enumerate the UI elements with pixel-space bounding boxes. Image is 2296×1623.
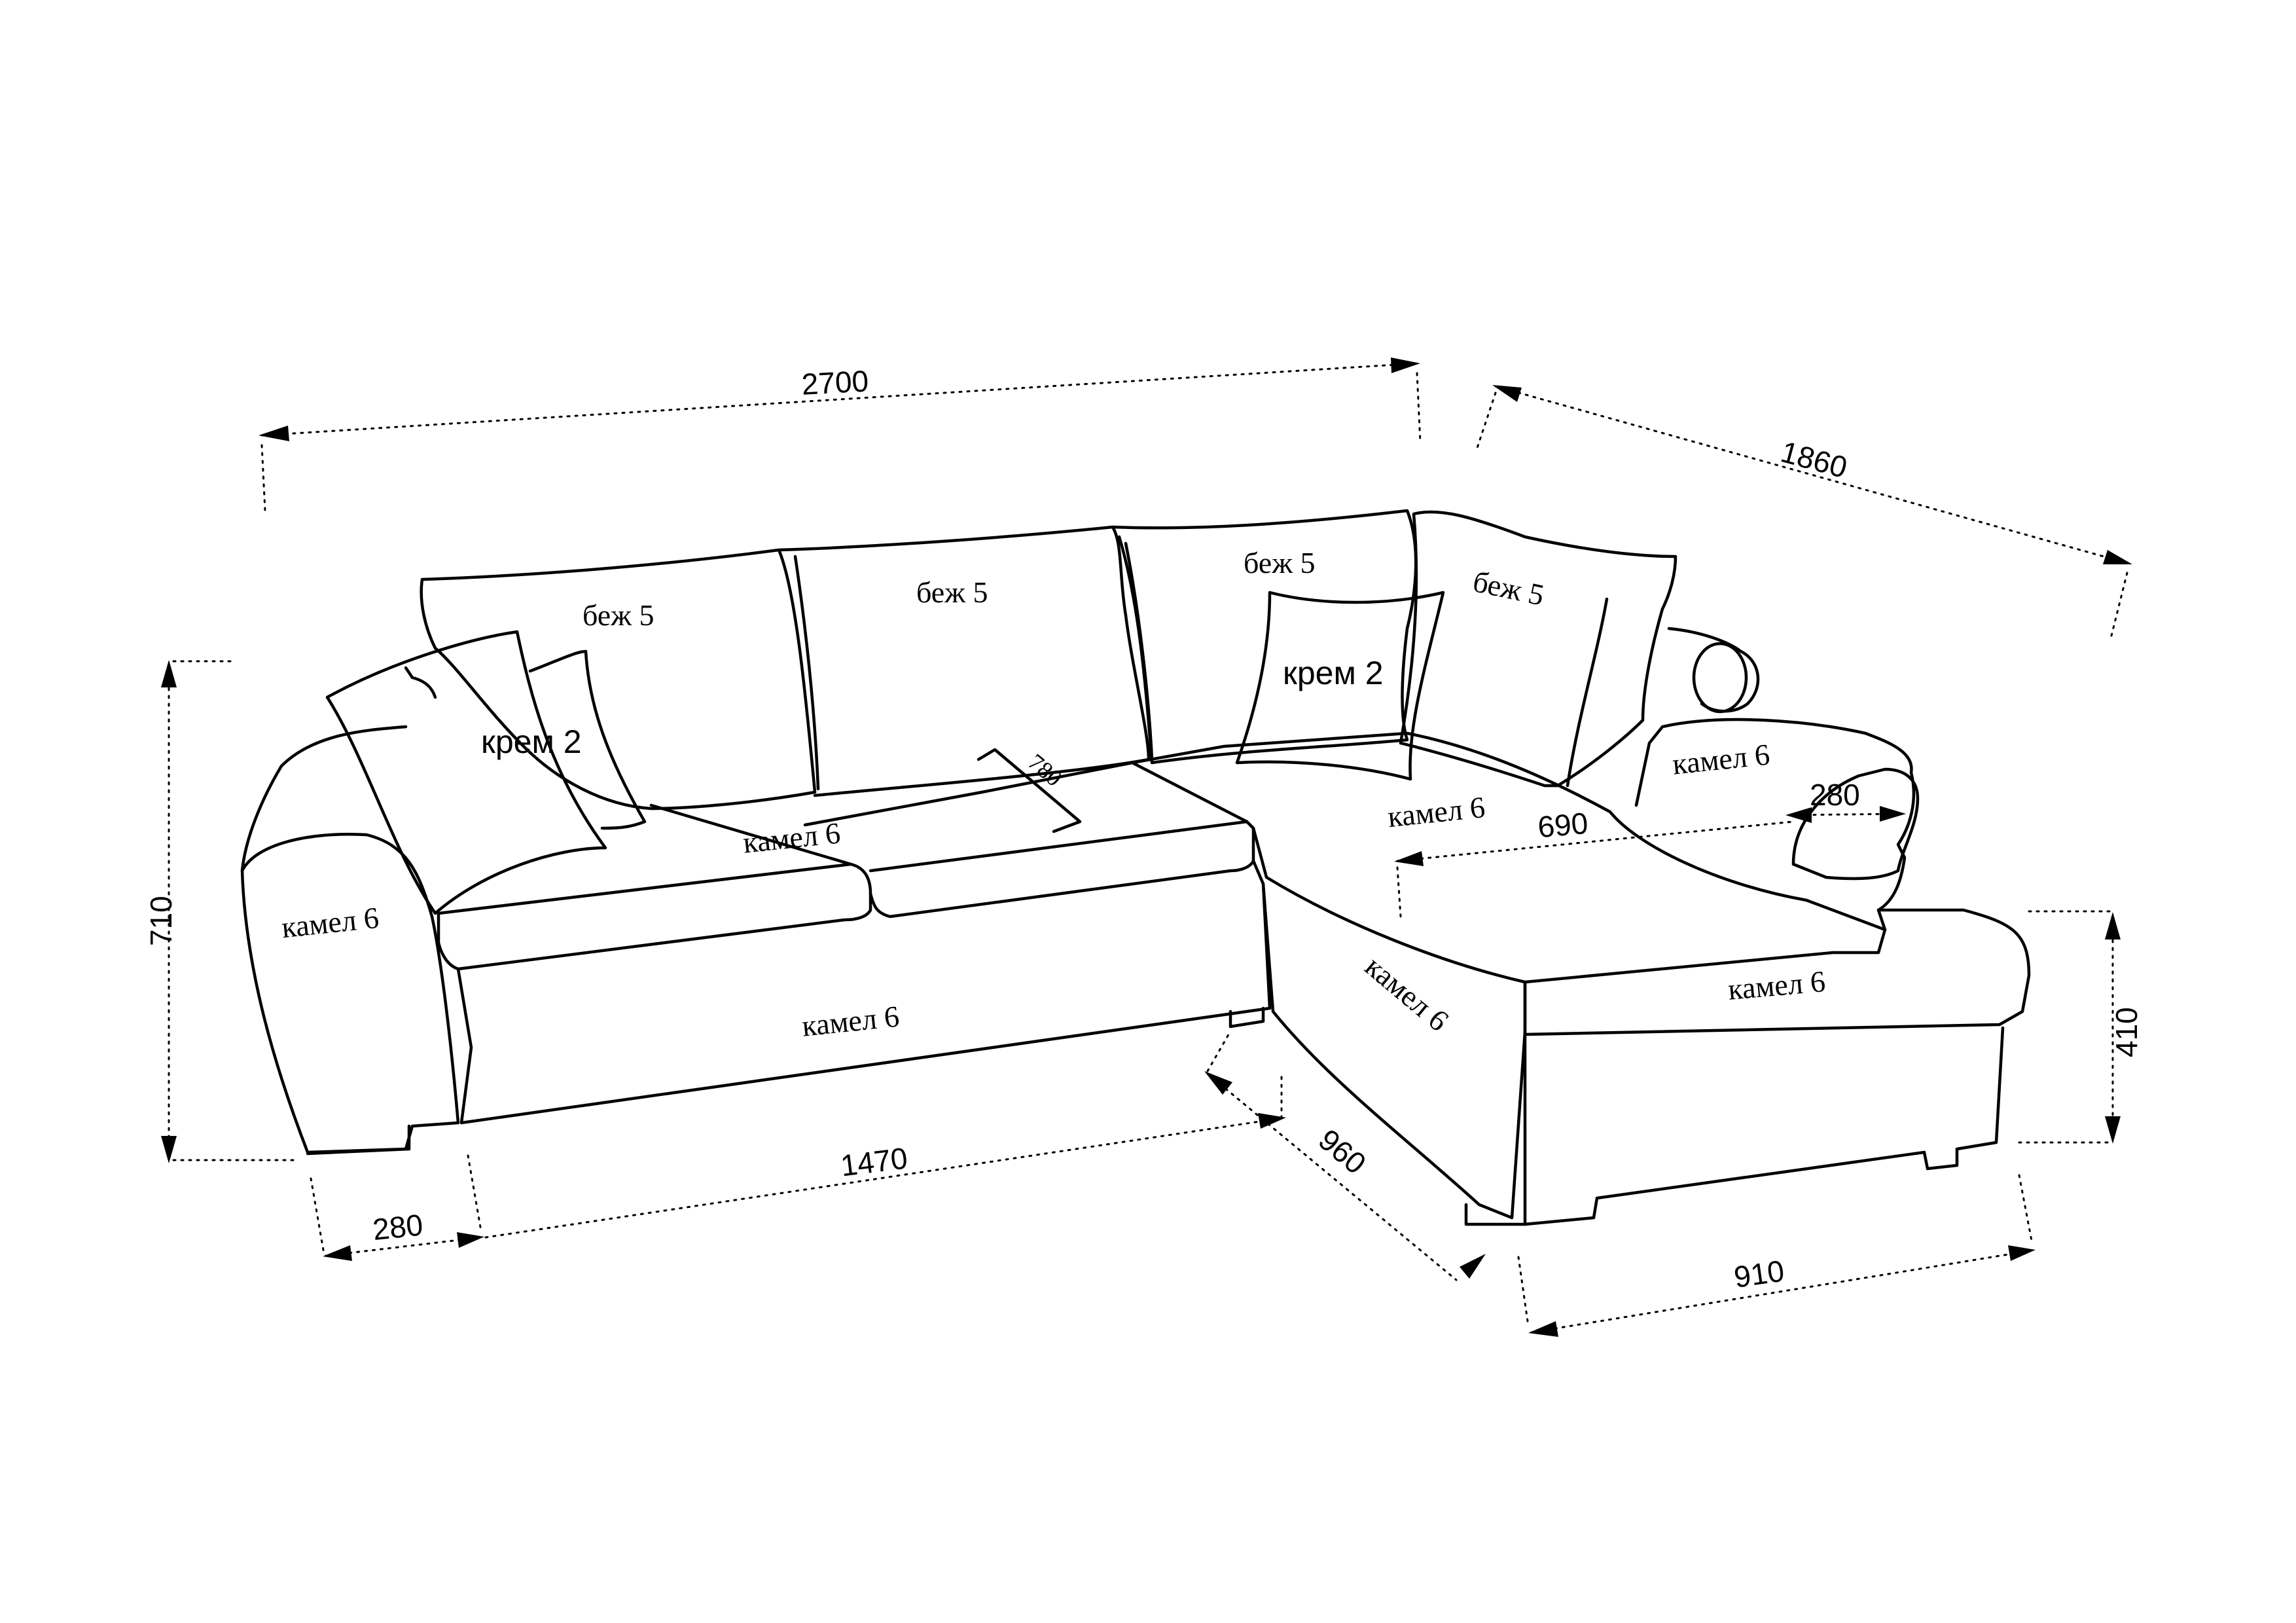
seat-middle	[869, 820, 1255, 919]
sofa-outline	[240, 509, 2031, 1226]
pillow-right	[1235, 591, 1445, 781]
label-pillow-right: крем 2	[1283, 655, 1384, 691]
dim-line-chaise-width	[1530, 1249, 2034, 1334]
dim-total-length: 2700	[800, 364, 869, 401]
front-base	[456, 859, 1272, 1125]
label-back-cushion-3: беж 5	[1244, 546, 1316, 579]
label-back-cushion-4: беж 5	[1470, 564, 1547, 612]
chaise-base	[1523, 1026, 2005, 1226]
dim-line-side-length	[1494, 385, 2128, 564]
dim-corner-depth: 960	[1312, 1122, 1372, 1180]
dimension-values: 2700 1860 710 280 1470 960 910 410 690 2…	[144, 364, 2144, 1294]
label-right-armrest: камел 6	[1671, 737, 1772, 780]
pillow-left	[325, 630, 607, 915]
dimension-lines	[161, 357, 2132, 1337]
dim-seat-cushion-depth: 780	[1023, 749, 1067, 792]
corner-seat	[1130, 731, 1887, 984]
dim-chaise-width: 910	[1732, 1254, 1786, 1294]
dim-arm-width-left: 280	[371, 1207, 425, 1247]
dim-line-chaise-seat-depth	[1396, 820, 1795, 862]
dim-seat-width: 1470	[839, 1140, 910, 1182]
back-cushion-4	[1399, 510, 1677, 788]
label-chaise-front: камел 6	[1727, 964, 1827, 1006]
label-corner-base-side: камел 6	[1359, 949, 1455, 1038]
label-back-cushion-2: беж 5	[916, 575, 988, 609]
dim-arm-width-right: 280	[1810, 778, 1860, 812]
corner-base-side	[1261, 882, 1527, 1220]
dim-height: 710	[144, 896, 178, 946]
back-cushion-2	[777, 525, 1151, 797]
label-left-armrest: камел 6	[280, 901, 381, 944]
left-armrest	[240, 833, 460, 1154]
back-cushion-1	[420, 548, 817, 811]
dim-seat-height: 410	[2109, 1007, 2144, 1057]
label-base-front: камел 6	[800, 999, 901, 1042]
dim-chaise-seat-depth: 690	[1536, 806, 1589, 844]
dim-side-length: 1860	[1778, 434, 1851, 484]
label-pillow-left: крем 2	[481, 723, 582, 760]
dim-line-corner-depth	[1206, 1072, 1458, 1281]
fabric-labels: беж 5 беж 5 беж 5 беж 5 крем 2 крем 2 ка…	[280, 546, 1827, 1043]
chaise-seat	[1523, 908, 2031, 1036]
seat-left	[437, 862, 872, 971]
dim-line-seat-width	[484, 1117, 1283, 1239]
label-seat-left: камел 6	[742, 816, 842, 859]
dim-line-arm-width-left	[325, 1236, 482, 1257]
label-back-cushion-1: беж 5	[583, 598, 655, 632]
right-armrest	[1634, 718, 1916, 912]
label-corner-seat: камел 6	[1386, 790, 1487, 833]
